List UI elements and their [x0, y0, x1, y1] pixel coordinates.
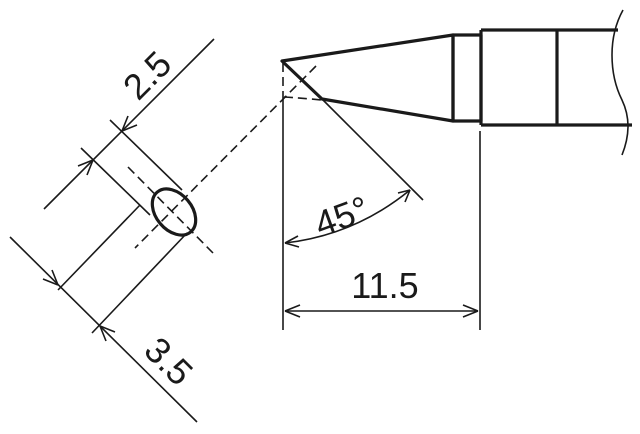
ellipse-centerline — [127, 166, 214, 254]
break-line — [611, 9, 629, 156]
tip-diameter-label: 3.5 — [137, 329, 201, 393]
arrow-icon — [42, 269, 59, 286]
dimension-3-5: 3.5 — [9, 204, 201, 423]
arrow-icon — [462, 304, 479, 318]
tip-length-label: 11.5 — [351, 265, 418, 306]
tip-ring — [451, 33, 483, 123]
dimension-2-5: 2.5 — [43, 38, 215, 216]
arrow-icon — [77, 159, 94, 176]
tip-side-view — [280, 9, 632, 201]
arrow-icon — [99, 325, 116, 342]
arrow-icon — [121, 115, 138, 132]
projection-centerline — [134, 65, 317, 249]
dimension-11-5: 11.5 — [284, 131, 481, 330]
hidden-edge-lines — [282, 63, 323, 101]
arrow-icon — [397, 189, 411, 203]
bevel-width-label: 2.5 — [115, 43, 179, 107]
arrow-icon — [284, 235, 300, 248]
arrow-icon — [284, 304, 301, 318]
bevel-extension-line — [321, 98, 424, 201]
tip-cone — [280, 33, 455, 123]
tip-face-ellipse — [150, 187, 198, 237]
tip-barrel — [479, 28, 632, 127]
